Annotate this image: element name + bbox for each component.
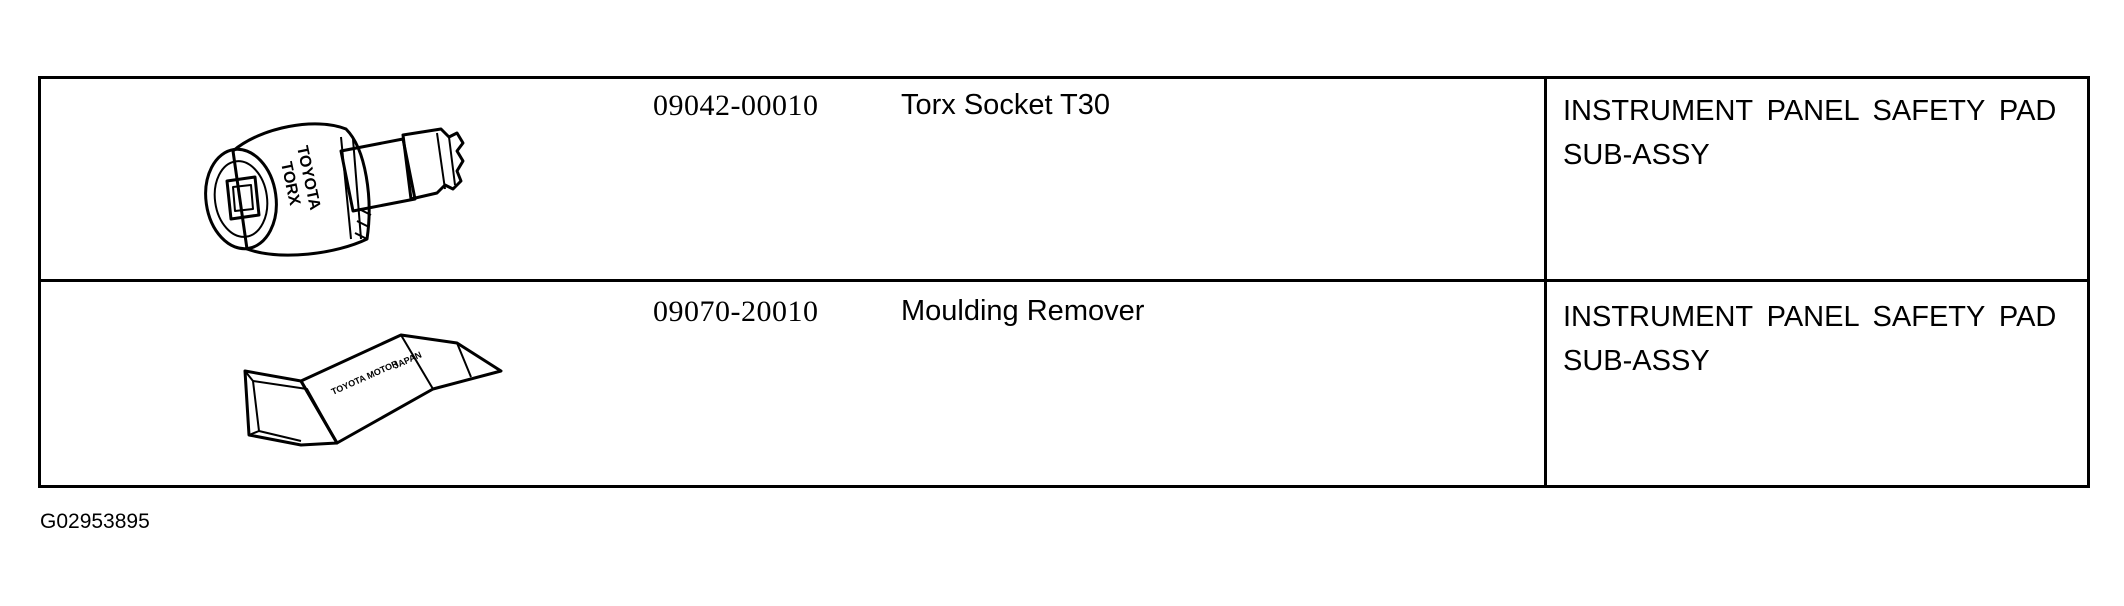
part-number: 09070-20010: [653, 295, 819, 328]
remover-engraving-origin: JAPAN: [392, 350, 423, 371]
moulding-remover-icon: TOYOTA MOTOR JAPAN: [243, 333, 503, 447]
tool-usage: INSTRUMENT PANEL SAFETY PAD SUB-ASSY: [1563, 301, 2057, 377]
tool-name: Torx Socket T30: [901, 89, 1111, 121]
column-divider: [1544, 79, 1547, 485]
table-row: TOYOTA MOTOR JAPAN 09070-20010 Moulding …: [41, 285, 2087, 485]
table-row: TOYOTA TORX 09042-00010 Torx Socket T30 …: [41, 79, 2087, 282]
torx-socket-icon: TOYOTA TORX: [204, 122, 465, 257]
special-tools-table: TOYOTA TORX 09042-00010 Torx Socket T30 …: [38, 76, 2090, 488]
tool-usage: INSTRUMENT PANEL SAFETY PAD SUB-ASSY: [1563, 95, 2057, 171]
part-number: 09042-00010: [653, 89, 819, 122]
figure-code: G02953895: [40, 510, 150, 533]
tool-name: Moulding Remover: [901, 295, 1145, 327]
